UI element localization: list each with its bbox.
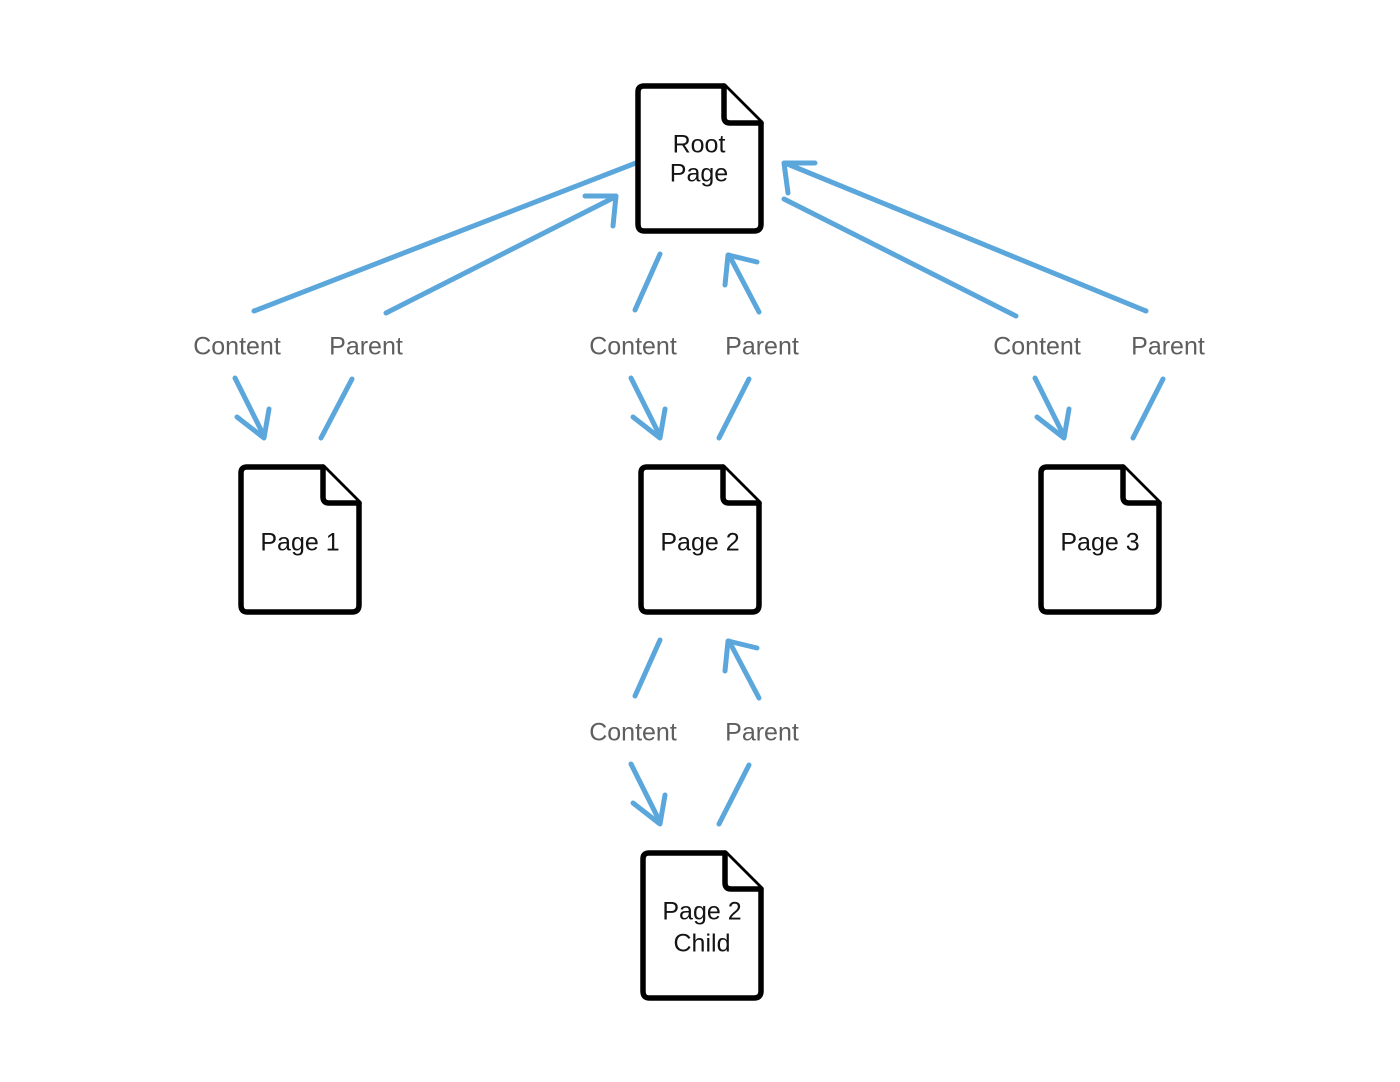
document-fold-icon [1120,464,1162,506]
document-fold-icon [320,464,362,506]
edge-root-page2-parent-lower [716,376,752,441]
node-page-2[interactable]: Page 2 [638,464,762,615]
edge-page2-child-parent-arrowhead [722,638,760,674]
edge-root-page1-content-arrowhead [234,406,272,441]
edge-group-page2-page2child: Content Parent [589,637,799,827]
edge-label-root-page2-content: Content [589,333,677,361]
edge-root-page1-content-upper [251,160,639,314]
edge-group-root-page2: Content Parent [589,251,799,441]
document-fold-icon [720,464,762,506]
document-fold-icon [722,850,764,892]
edge-label-root-page3-parent: Parent [1131,333,1205,361]
edge-root-page1-content-lower [232,375,267,439]
edge-group-root-page3: Content Parent [781,160,1205,441]
document-fold-icon [721,83,764,126]
edge-root-page2-content-upper [632,251,663,313]
edge-root-page2-content-arrowhead [630,406,668,441]
edge-label-page2-child-parent: Parent [725,719,799,747]
edge-page2-child-content-lower [628,761,663,825]
edge-label-root-page2-parent: Parent [725,333,799,361]
edge-root-page3-content-upper [781,196,1019,319]
node-root-page-label-line1: Root [673,131,726,159]
node-page-2-child[interactable]: Page 2 Child [640,850,764,1001]
edge-label-root-page3-content: Content [993,333,1081,361]
node-page-1-label: Page 1 [260,529,339,557]
edge-root-page1-parent-arrowhead [582,193,619,229]
edge-label-root-page1-content: Content [193,333,281,361]
node-page-3-label: Page 3 [1060,529,1139,557]
edge-root-page2-parent-arrowhead [722,252,760,288]
edge-label-root-page1-parent: Parent [329,333,403,361]
edge-root-page3-parent-lower [1130,376,1166,441]
node-page-2-child-label-line2: Child [674,930,731,958]
edge-root-page3-parent-arrowhead [781,160,818,196]
edge-label-page2-child-content: Content [589,719,677,747]
edge-page2-child-parent-lower [716,762,752,827]
edge-root-page2-content-lower [628,375,663,439]
edge-root-page2-parent-upper [726,252,762,315]
node-page-3[interactable]: Page 3 [1038,464,1162,615]
edge-group-root-page1: Content Parent [193,160,639,441]
edge-root-page1-parent-lower [318,376,355,441]
edge-root-page3-parent-upper [782,160,1149,314]
node-root-page-label-line2: Page [670,160,728,188]
edge-root-page3-content-lower [1032,375,1067,439]
edge-root-page1-parent-upper [383,194,618,316]
node-page-2-child-label-line1: Page 2 [662,898,741,926]
edge-page2-child-content-arrowhead [630,792,668,827]
edge-page2-child-content-upper [632,637,663,699]
node-root-page[interactable]: Root Page [635,83,764,234]
node-page-2-label: Page 2 [660,529,739,557]
node-page-1[interactable]: Page 1 [238,464,362,615]
edge-root-page3-content-arrowhead [1034,406,1072,441]
edge-page2-child-parent-upper [726,638,762,701]
